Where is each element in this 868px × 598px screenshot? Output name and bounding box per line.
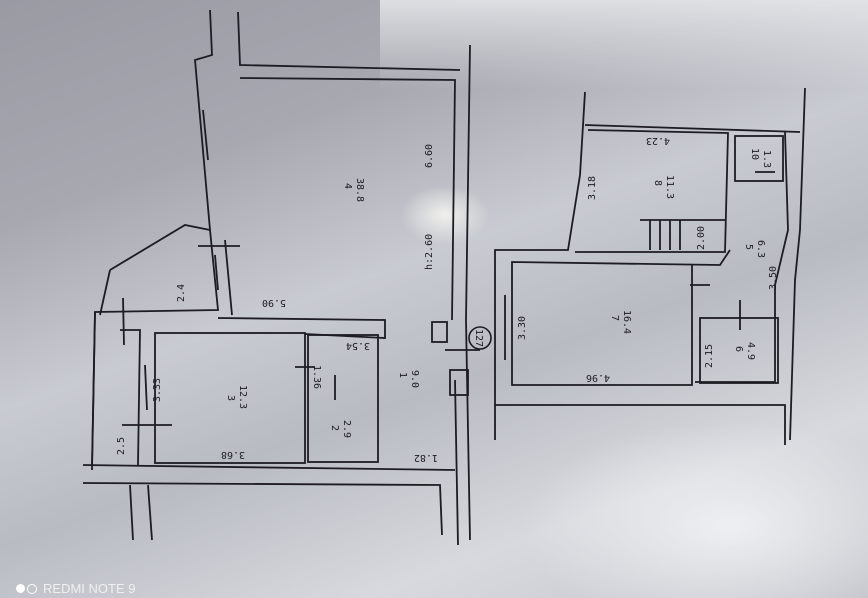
- room-4-area: 38.8: [354, 178, 365, 202]
- room-5-number: 5: [743, 244, 754, 250]
- light-patch: [400, 185, 490, 245]
- room-10-area: 1.3: [761, 150, 772, 168]
- room-1-area: 9.0: [409, 370, 420, 388]
- room-6-area: 4.9: [745, 342, 756, 360]
- room-5-area: 6.3: [755, 240, 766, 258]
- dim-label: 2.00: [696, 226, 707, 250]
- dim-label: 3.50: [768, 266, 779, 290]
- room-2-number: 2: [329, 425, 340, 431]
- dim-label: 4.23: [646, 135, 670, 146]
- dim-label: 3.30: [517, 316, 528, 340]
- dim-label: 1.36: [311, 365, 322, 389]
- room-4-number: 4: [342, 183, 353, 189]
- room-labels: 4 38.8 1 9.0 3 12.3 2 2.9 8 11.3 7 16.4 …: [225, 148, 772, 438]
- walls-right-unit: [494, 87, 806, 445]
- watermark-text: REDMI NOTE 9: [43, 581, 136, 596]
- dim-label: 3.18: [587, 176, 598, 200]
- room-3-area: 12.3: [237, 385, 248, 409]
- light-patch: [380, 0, 868, 90]
- room-10-number: 10: [749, 148, 760, 160]
- walls-left-unit: [82, 9, 480, 546]
- room-3-number: 3: [225, 395, 236, 401]
- room-7-number: 7: [609, 315, 620, 321]
- room-7-area: 16.4: [621, 310, 632, 334]
- dim-label: 2.5: [116, 437, 127, 455]
- dim-label: 2.15: [704, 344, 715, 368]
- light-patch: [520, 420, 868, 598]
- room-6-number: 6: [733, 346, 744, 352]
- dim-label: 5.90: [262, 297, 286, 308]
- building-number: 127: [473, 329, 484, 347]
- room-1-number: 1: [397, 372, 408, 378]
- camera-watermark: REDMI NOTE 9: [16, 581, 135, 596]
- dim-label: 3.68: [221, 449, 245, 460]
- room-8-area: 11.3: [664, 175, 675, 199]
- dim-label: 6.60: [424, 144, 435, 168]
- dim-label: 2.4: [176, 284, 187, 302]
- dim-label: 4.96: [586, 372, 610, 383]
- watermark-dot-icon: [16, 584, 25, 593]
- dimension-labels: 6.60 h:2.60 5.90 3.54 1.36 3.33 3.68 1.8…: [116, 135, 779, 463]
- dim-label: 3.33: [152, 378, 163, 402]
- room-2-area: 2.9: [341, 420, 352, 438]
- room-8-number: 8: [652, 180, 663, 186]
- dim-label: h:2.60: [424, 234, 435, 270]
- watermark-ring-icon: [27, 583, 37, 594]
- dim-label: 1.82: [414, 452, 438, 463]
- dim-label: 3.54: [346, 340, 370, 351]
- building-number-marker: [468, 326, 492, 350]
